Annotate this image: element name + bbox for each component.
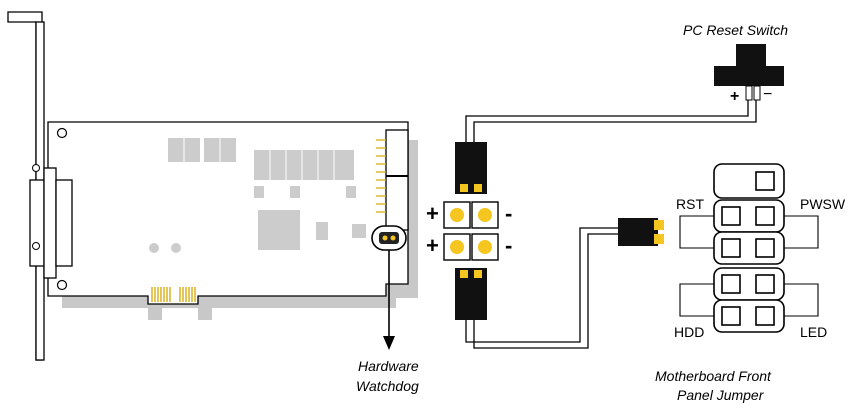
reset-plus-label: + bbox=[730, 88, 740, 105]
watchdog-arrowhead bbox=[383, 336, 395, 350]
reset-minus-label: − bbox=[763, 86, 773, 103]
front-panel-plug bbox=[618, 218, 664, 246]
lower-minus-label: - bbox=[505, 233, 513, 258]
lower-plus-label: + bbox=[426, 233, 439, 258]
upper-plus-label: + bbox=[426, 201, 439, 226]
motherboard-label-line2: Panel Jumper bbox=[677, 387, 764, 403]
pc-reset-switch-label: PC Reset Switch bbox=[683, 22, 789, 38]
mount-hole-top bbox=[56, 127, 68, 139]
pwsw-label: PWSW bbox=[800, 196, 846, 212]
reset-switch-wire bbox=[465, 100, 757, 142]
hardware-watchdog-label-line1: Hardware bbox=[358, 358, 419, 374]
adapter-pin-block-lower bbox=[443, 233, 499, 261]
lower-connector bbox=[455, 268, 487, 320]
reset-switch bbox=[714, 44, 784, 101]
gold-fingers bbox=[151, 287, 196, 302]
chip-group bbox=[149, 138, 366, 253]
hdd-label: HDD bbox=[674, 324, 705, 340]
upper-connector bbox=[455, 142, 487, 194]
led-label: LED bbox=[800, 324, 828, 340]
motherboard-label-line1: Motherboard Front bbox=[655, 368, 771, 384]
hardware-watchdog-label-line2: Watchdog bbox=[356, 378, 419, 394]
watchdog-jumper bbox=[371, 225, 407, 251]
pci-card bbox=[7, 11, 418, 361]
mount-hole-bottom bbox=[56, 279, 68, 291]
chip-pins bbox=[183, 138, 335, 180]
adapter-pin-block-upper bbox=[443, 201, 499, 229]
db-connector bbox=[29, 164, 73, 279]
front-panel-wire bbox=[465, 227, 620, 349]
rst-label: RST bbox=[676, 196, 704, 212]
motherboard-jumper bbox=[679, 163, 819, 333]
upper-minus-label: - bbox=[505, 201, 513, 226]
